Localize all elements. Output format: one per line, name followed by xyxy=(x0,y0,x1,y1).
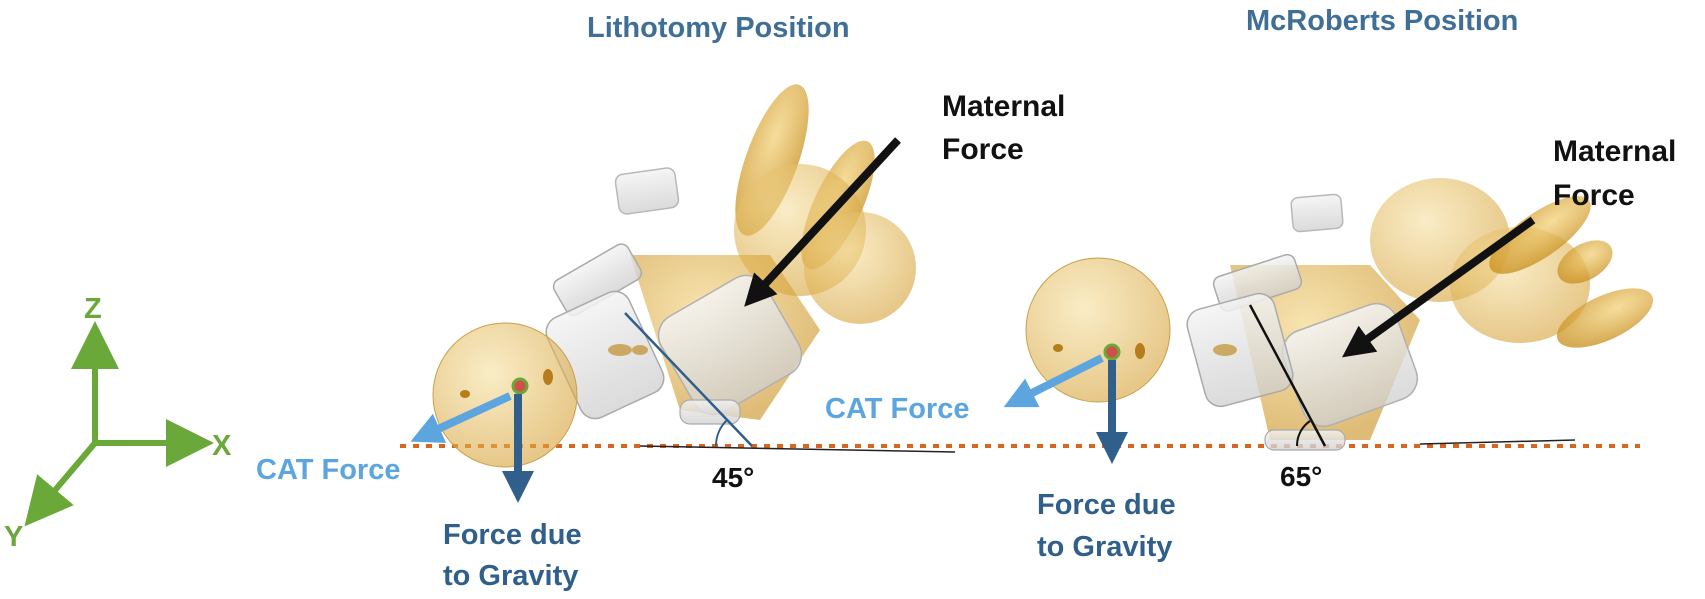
mcroberts-maternal-force-label-line1: Maternal xyxy=(1553,135,1676,168)
mcroberts-gravity-label-line1: Force due xyxy=(1037,489,1176,521)
mcroberts-angle-label: 65° xyxy=(1280,461,1322,492)
mcroberts-fetal-head xyxy=(1025,257,1171,403)
lithotomy-angle-arc xyxy=(714,419,728,447)
lithotomy-maternal-force-label-line1: Maternal xyxy=(942,90,1065,123)
mcroberts-maternal-force-label-line2: Force xyxy=(1553,179,1635,212)
lithotomy-gravity-label-line1: Force due xyxy=(443,519,582,551)
mcroberts-gravity-label-line2: to Gravity xyxy=(1037,531,1172,563)
lithotomy-angle-line xyxy=(624,312,753,447)
y-axis-label: Y xyxy=(4,521,23,553)
lithotomy-center-marker xyxy=(511,377,529,395)
mcroberts-maternal-force-arrow xyxy=(1342,216,1536,358)
lithotomy-title: Lithotomy Position xyxy=(587,12,850,44)
mcroberts-cat-force-label: CAT Force xyxy=(825,393,969,425)
lithotomy-gravity-label-line2: to Gravity xyxy=(443,560,578,592)
coordinate-axes: Z X Y xyxy=(4,293,232,553)
mcroberts-center-marker xyxy=(1103,343,1121,361)
lithotomy-cat-force-arrow xyxy=(410,392,512,443)
mcroberts-panel: McRoberts Position 65° Maternal Force C xyxy=(825,5,1676,563)
mcroberts-angle-line xyxy=(1248,304,1327,447)
lithotomy-maternal-force-label-line2: Force xyxy=(942,133,1024,166)
lithotomy-angle-label: 45° xyxy=(712,462,754,493)
x-axis-label: X xyxy=(212,430,232,462)
mcroberts-cat-force-arrow xyxy=(1003,354,1104,408)
z-axis-label: Z xyxy=(84,293,102,325)
mcroberts-angle-arc xyxy=(1295,420,1311,447)
lithotomy-maternal-force-arrow xyxy=(744,137,901,307)
y-axis-arrow xyxy=(24,441,98,527)
lithotomy-cat-force-label: CAT Force xyxy=(256,454,400,486)
mcroberts-title: McRoberts Position xyxy=(1246,5,1518,37)
lithotomy-panel: Lithotomy Position 45° Maternal Fo xyxy=(256,12,1065,592)
